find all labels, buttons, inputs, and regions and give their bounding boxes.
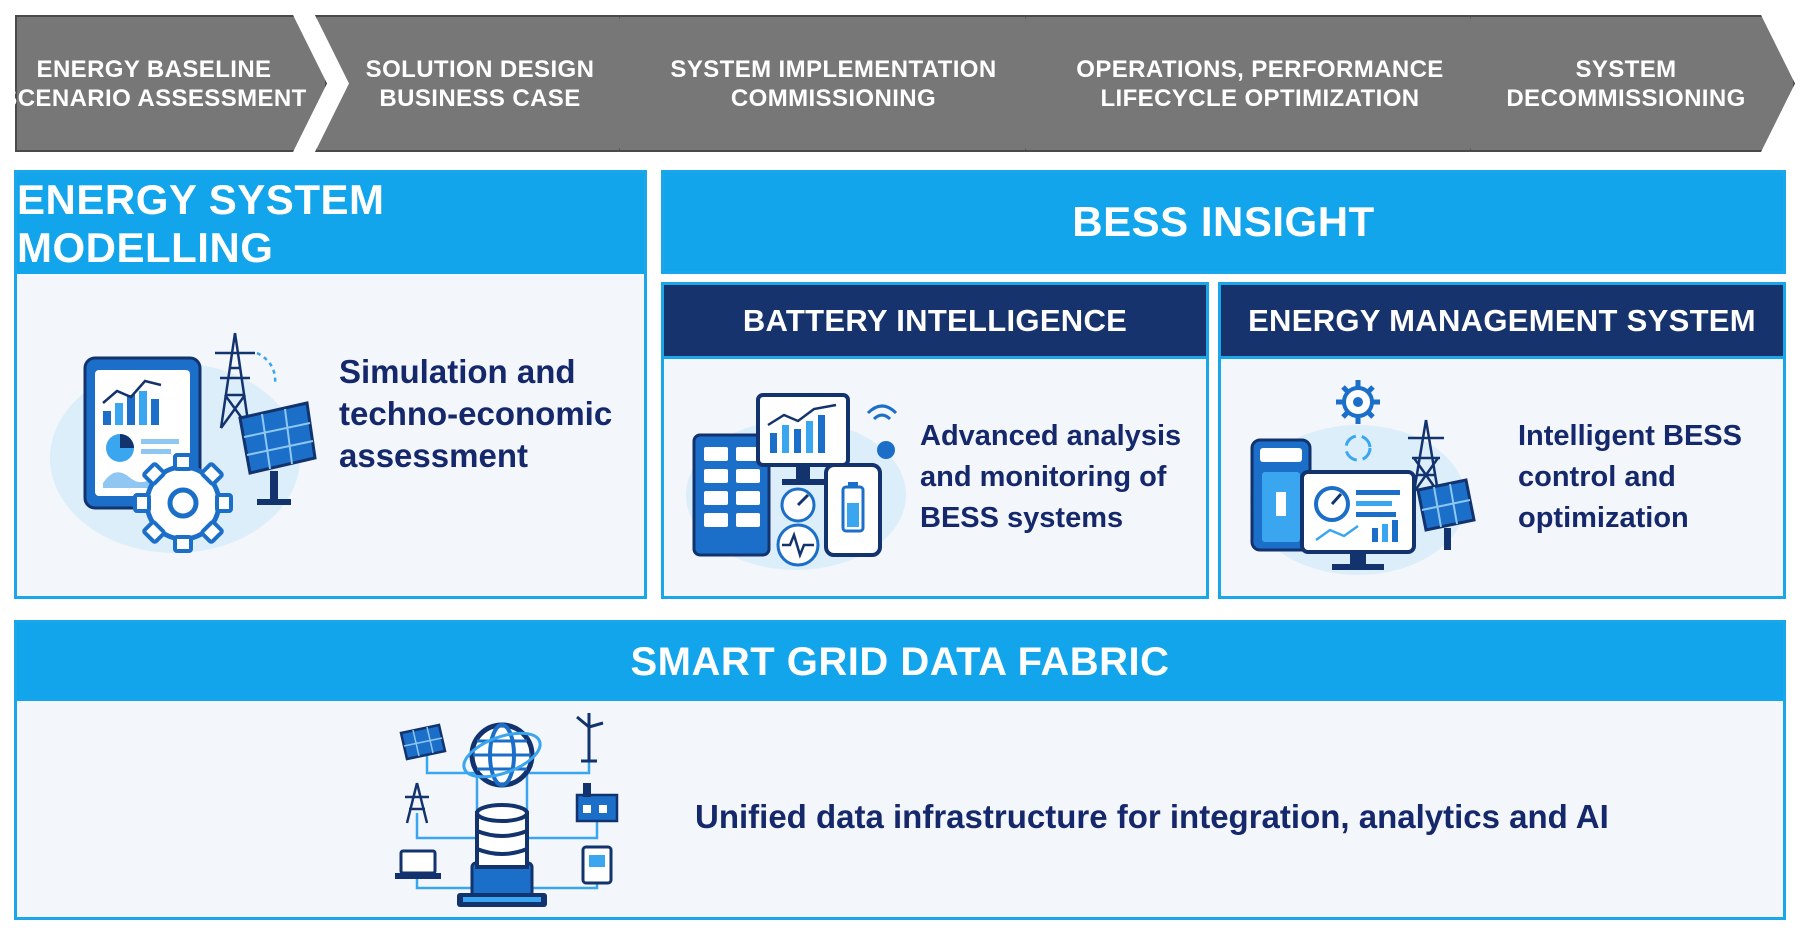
solar-panel-icon	[1416, 478, 1476, 550]
ems-illustration	[1250, 380, 1476, 575]
battery-illustration	[686, 393, 906, 570]
tablet-icon	[581, 845, 613, 885]
battery-intelligence-panel: BATTERY INTELLIGENCE	[661, 282, 1209, 599]
step-line: SCENARIO ASSESSMENT	[1, 84, 307, 112]
gauge-icon	[780, 487, 816, 523]
check-icon	[877, 441, 895, 459]
step-line: DECOMMISSIONING	[1506, 84, 1746, 112]
description-line: assessment	[339, 437, 528, 474]
description-line: and monitoring of	[920, 461, 1167, 493]
description-line: BESS systems	[920, 502, 1124, 534]
description-line: techno-economic	[339, 395, 613, 432]
modelling-illustration	[50, 332, 317, 553]
step-line: SOLUTION DESIGN	[365, 55, 595, 83]
wifi-icon	[866, 404, 898, 421]
description-line: Simulation and	[339, 353, 576, 390]
step-line: LIFECYCLE OPTIMIZATION	[1100, 84, 1420, 112]
data-fabric-illustration	[395, 713, 619, 907]
bess-title: BESS INSIGHT	[661, 170, 1786, 274]
step-line: ENERGY BASELINE	[36, 55, 272, 83]
modelling-title: ENERGY SYSTEM MODELLING	[17, 173, 644, 274]
data-fabric-title: SMART GRID DATA FABRIC	[17, 623, 1783, 701]
battery-rack-icon	[692, 433, 771, 557]
monitor-chart-icon	[1300, 470, 1416, 570]
modelling-panel: ENERGY SYSTEM MODELLING	[14, 170, 647, 599]
battery-description: Advanced analysis and monitoring of BESS…	[920, 416, 1181, 539]
data-fabric-description: Unified data infrastructure for integrat…	[695, 798, 1609, 835]
description-line: control and	[1518, 461, 1676, 493]
solar-panel-icon	[399, 723, 447, 761]
step-line: SYSTEM	[1575, 55, 1677, 83]
ems-description: Intelligent BESS control and optimizatio…	[1518, 416, 1742, 539]
monitor-chart-icon	[756, 393, 850, 485]
wind-turbine-icon	[576, 713, 604, 763]
modelling-description: Simulation and techno-economic assessmen…	[339, 351, 612, 477]
sync-arrows-icon	[1344, 434, 1372, 462]
description-line: Intelligent BESS	[1518, 420, 1742, 452]
ems-title: ENERGY MANAGEMENT SYSTEM	[1221, 285, 1783, 359]
battery-intelligence-title: BATTERY INTELLIGENCE	[664, 285, 1206, 359]
data-fabric-panel: SMART GRID DATA FABRIC	[14, 620, 1786, 920]
heartbeat-icon	[776, 523, 820, 567]
step-line: BUSINESS CASE	[379, 84, 581, 112]
factory-icon	[575, 783, 619, 823]
transmission-tower-icon	[1408, 419, 1444, 493]
step-line: COMMISSIONING	[730, 84, 937, 112]
description-line: optimization	[1518, 502, 1689, 534]
ems-panel: ENERGY MANAGEMENT SYSTEM	[1218, 282, 1786, 599]
gear-icon	[1336, 380, 1380, 424]
gear-icon	[133, 453, 233, 553]
database-icon	[457, 803, 547, 907]
phone-battery-icon	[824, 463, 882, 557]
step-line: SYSTEM IMPLEMENTATION	[670, 55, 997, 83]
transmission-tower-icon	[405, 782, 429, 824]
solar-panel-icon	[238, 401, 317, 505]
globe-icon	[462, 722, 542, 788]
description-line: Advanced analysis	[920, 420, 1182, 452]
transmission-tower-icon	[215, 332, 277, 429]
step-line: OPERATIONS, PERFORMANCE	[1076, 55, 1444, 83]
laptop-icon	[395, 849, 441, 879]
bess-panel: BESS INSIGHT BATTERY INTELLIGENCE	[661, 170, 1786, 599]
